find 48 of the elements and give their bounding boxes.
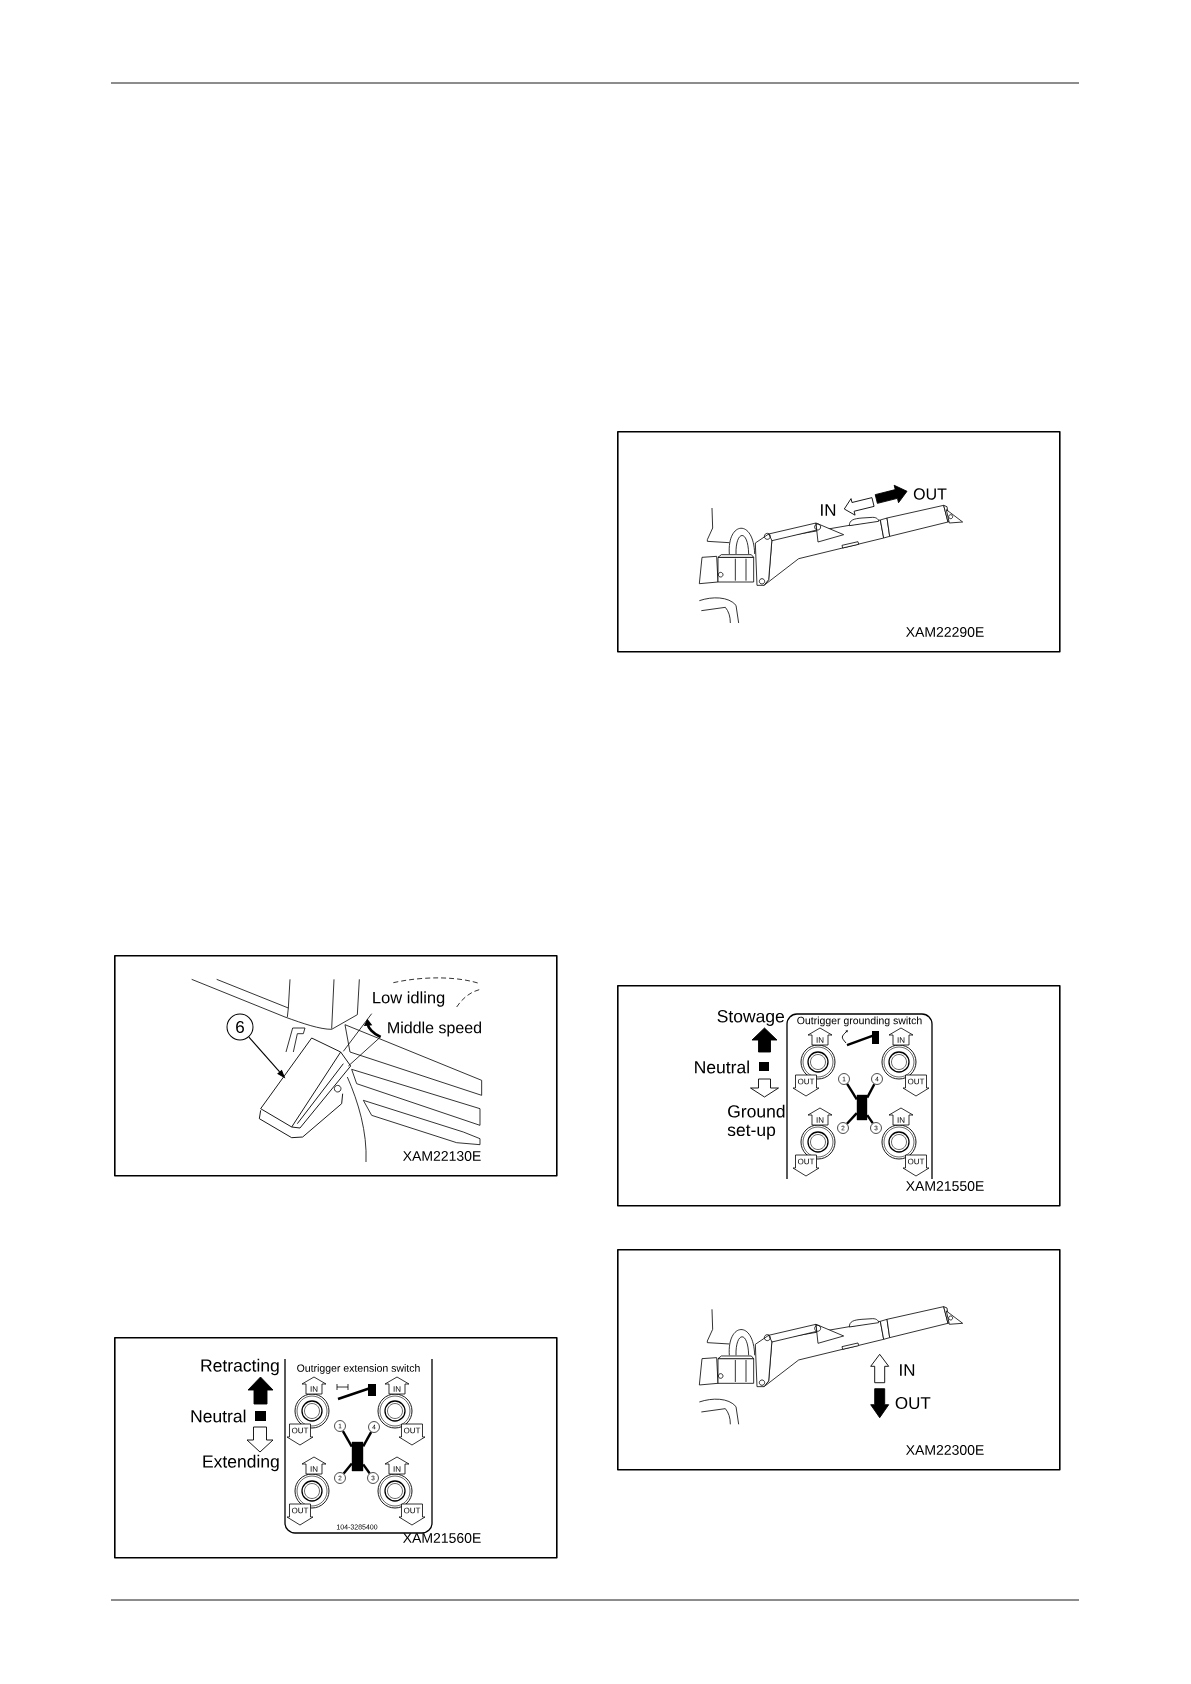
- node-label: IN: [393, 1466, 401, 1472]
- switch-knob: IN OUT: [377, 1456, 426, 1526]
- node-label: OUT: [403, 1507, 421, 1514]
- node-label: IN: [897, 1037, 905, 1043]
- position-label: Middle speed: [388, 1021, 481, 1037]
- node-label: IN: [816, 1117, 824, 1123]
- node-label: IN: [897, 1117, 905, 1123]
- legend-label: Ground set-up: [727, 1104, 785, 1140]
- lever-arm: [342, 1462, 353, 1475]
- legend-label: Neutral: [695, 1060, 749, 1074]
- lever-symbol: [351, 1441, 364, 1472]
- direction-label: OUT: [895, 1397, 931, 1410]
- node-label: OUT: [797, 1158, 815, 1165]
- switch-knob: IN OUT: [881, 1027, 930, 1097]
- lever-arm: [362, 1463, 371, 1474]
- switch-knob: IN OUT: [881, 1107, 930, 1177]
- node-label: IN: [816, 1037, 824, 1043]
- legend-label: Extending: [203, 1454, 279, 1472]
- callout-number: 6: [226, 1013, 254, 1041]
- direction-label: IN: [900, 1364, 915, 1376]
- lever-arm: [866, 1114, 874, 1124]
- node-label: OUT: [403, 1427, 421, 1434]
- direction-label: OUT: [913, 488, 947, 500]
- lever-arm: [846, 1112, 858, 1125]
- node-label: OUT: [907, 1158, 925, 1165]
- node-label: IN: [310, 1386, 318, 1392]
- node-label: OUT: [797, 1078, 815, 1085]
- node-label: OUT: [291, 1427, 309, 1434]
- switch-knob: IN OUT: [286, 1376, 330, 1446]
- lever-arm: [362, 1431, 373, 1447]
- node-label: IN: [393, 1386, 401, 1392]
- node-label: OUT: [291, 1507, 309, 1514]
- node-label: IN: [310, 1466, 318, 1472]
- direction-label: IN: [821, 504, 836, 516]
- legend-label: Retracting: [201, 1358, 279, 1376]
- lever-arm: [341, 1430, 353, 1448]
- switch-knob: IN OUT: [792, 1027, 836, 1097]
- switch-knob: IN OUT: [286, 1456, 330, 1526]
- switch-knob: IN OUT: [377, 1376, 426, 1446]
- pedal: [258, 1037, 352, 1139]
- lever-arm: [846, 1083, 858, 1100]
- lever-symbol: [856, 1094, 868, 1121]
- position-label: Low idling: [373, 991, 445, 1007]
- legend-label: Stowage: [717, 1010, 784, 1026]
- legend-label: Neutral: [191, 1409, 246, 1423]
- lever-arm: [866, 1083, 876, 1099]
- switch-knob: IN OUT: [792, 1107, 836, 1177]
- node-label: OUT: [907, 1078, 925, 1085]
